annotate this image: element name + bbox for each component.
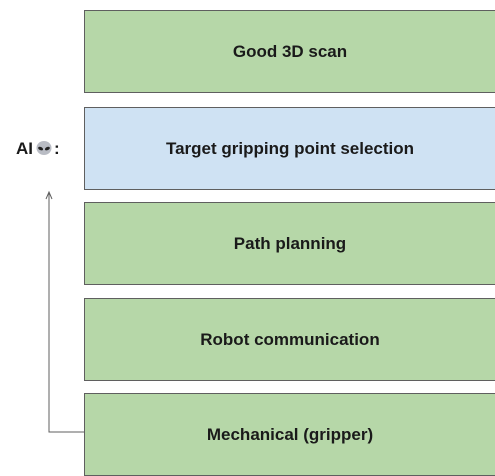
step-path-planning: Path planning: [84, 202, 495, 285]
ai-marker-prefix: AI: [16, 139, 33, 158]
step-robot-communication: Robot communication: [84, 298, 495, 381]
ai-marker: AI :: [16, 138, 60, 160]
step-label: Mechanical (gripper): [206, 424, 374, 444]
step-label: Target gripping point selection: [165, 138, 415, 158]
step-label: Good 3D scan: [232, 41, 348, 61]
step-label: Robot communication: [200, 329, 380, 349]
alien-icon: [35, 140, 53, 158]
step-good-3d-scan: Good 3D scan: [84, 10, 495, 93]
step-target-gripping-point-selection: Target gripping point selection: [84, 107, 495, 190]
step-mechanical-gripper: Mechanical (gripper): [84, 393, 495, 476]
step-label: Path planning: [233, 233, 347, 253]
ai-marker-suffix: :: [54, 139, 60, 158]
